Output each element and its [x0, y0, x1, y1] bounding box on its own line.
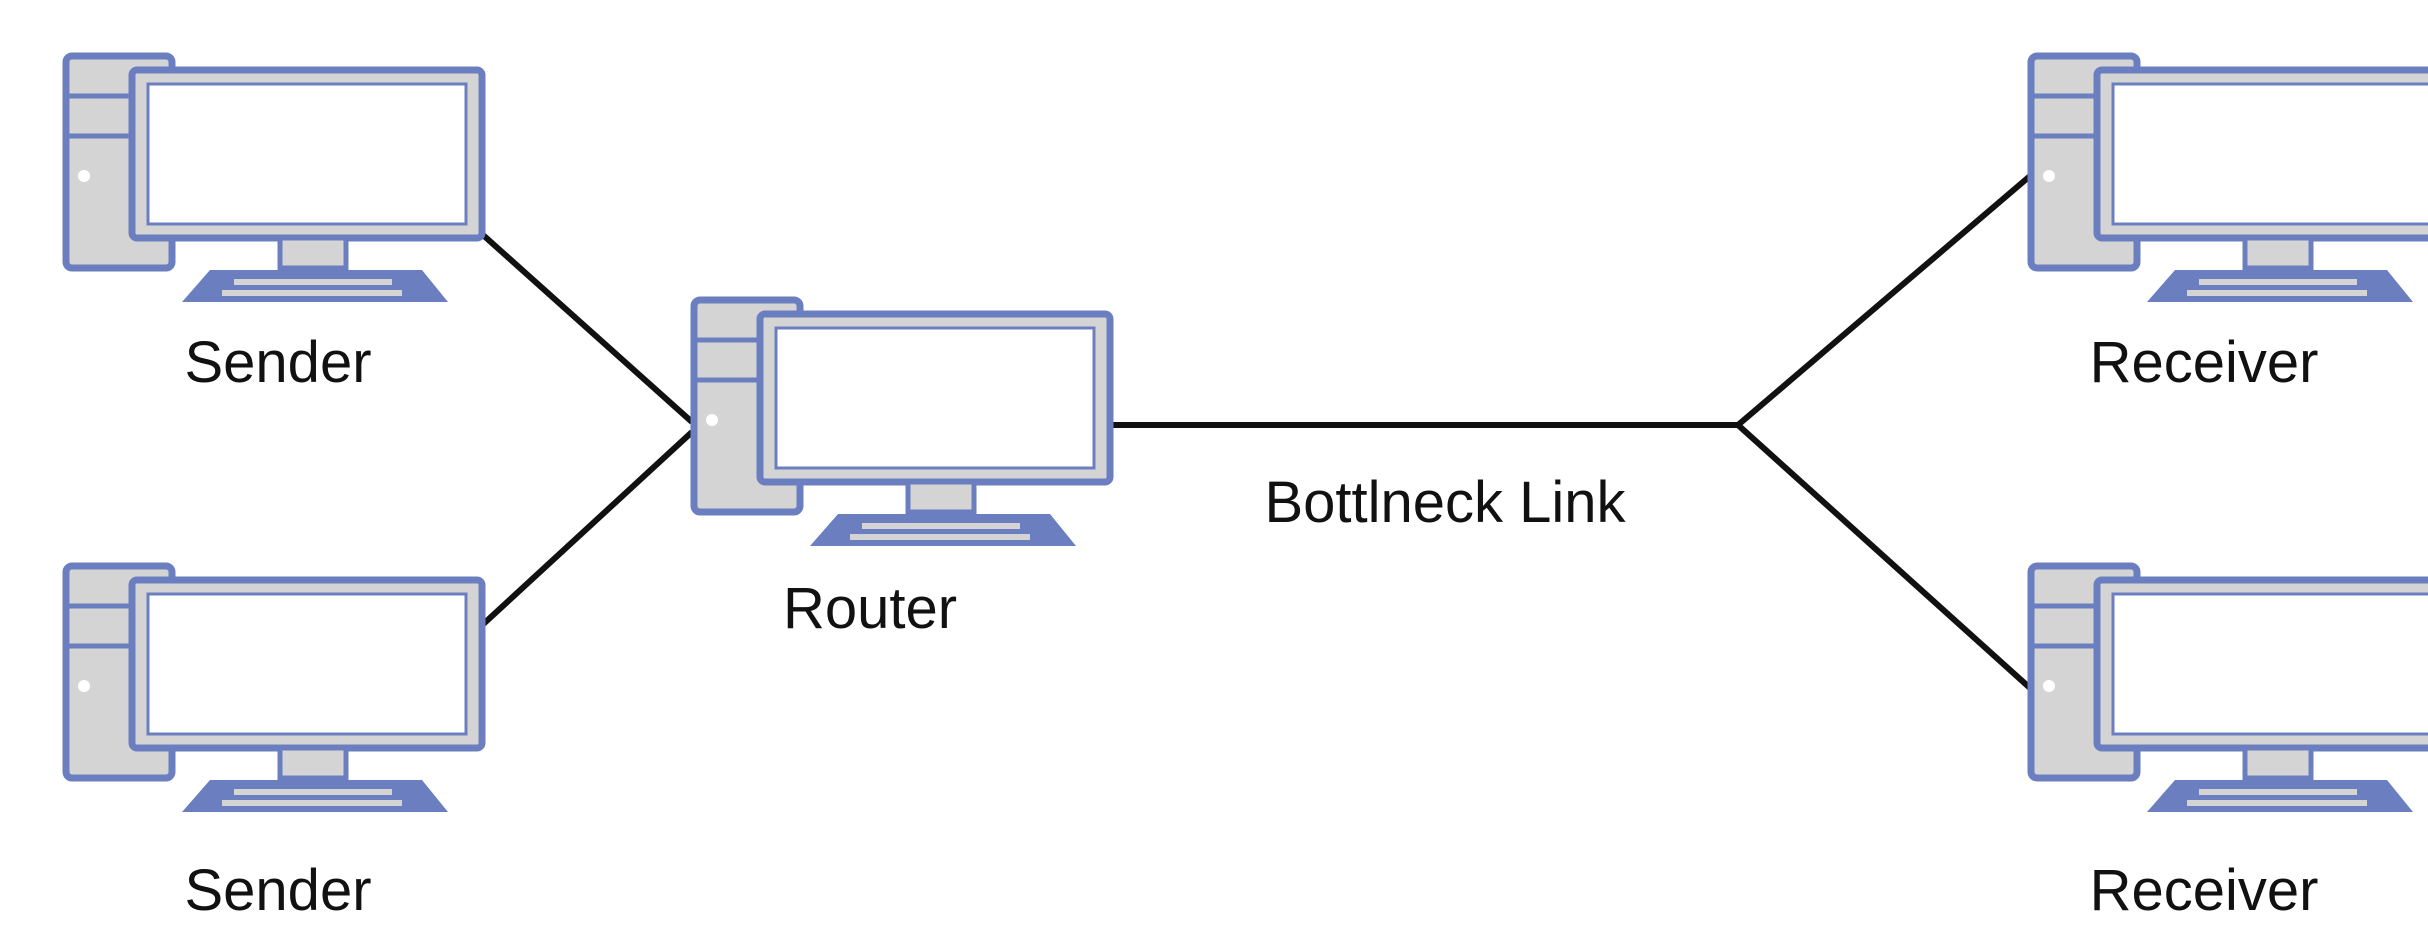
receiver-2-label: Receiver	[2090, 858, 2319, 923]
sender-2-computer-icon	[66, 566, 482, 812]
receiver-2-computer-icon	[2031, 566, 2428, 812]
sender-2-label: Sender	[184, 858, 371, 923]
sender-1-label: Sender	[184, 330, 371, 395]
router-label: Router	[783, 576, 957, 641]
receiver-1-computer-icon	[2031, 56, 2428, 302]
receiver-1-label: Receiver	[2090, 330, 2319, 395]
link-split-receiver2	[1735, 422, 2033, 691]
bottleneck-link-label: Bottlneck Link	[1264, 470, 1626, 535]
link-split-receiver1	[1736, 173, 2032, 428]
sender-1-computer-icon	[66, 56, 482, 302]
router-computer-icon	[694, 300, 1110, 546]
